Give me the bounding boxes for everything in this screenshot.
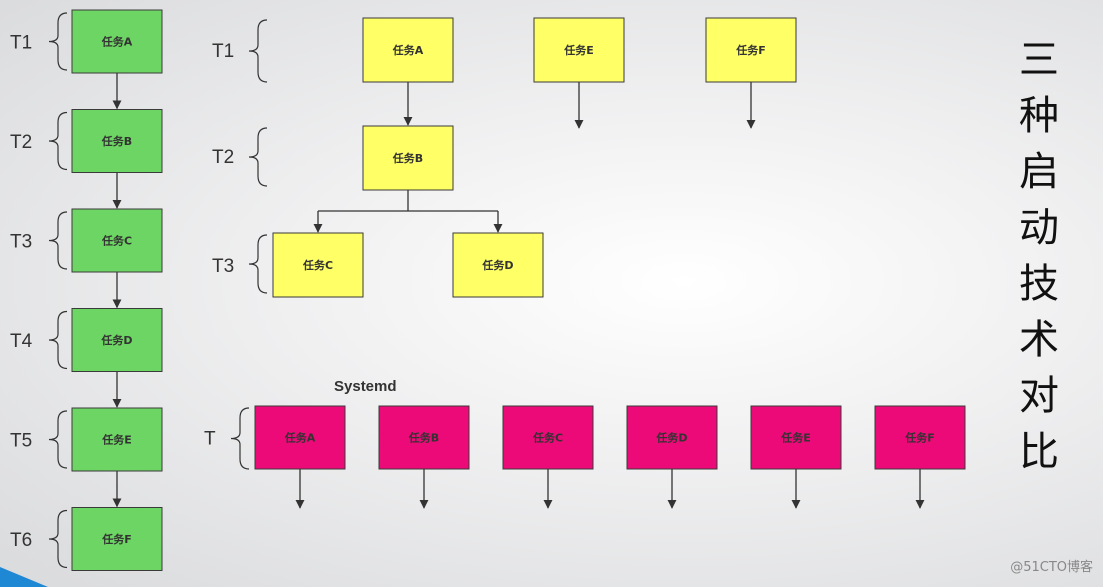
systemd-brace [230,407,250,470]
sysv-task-1-label: 任务B [101,134,132,148]
sysv-time-label-1: T2 [10,132,32,153]
systemd-task-1-label: 任务B [408,431,439,445]
upstart-t1-task-0-label: 任务A [392,43,424,57]
systemd-section-title: Systemd [334,378,397,395]
sysv-time-label-3: T4 [10,331,33,352]
upstart-t3-task-0-label: 任务C [302,258,333,272]
upstart-time-label-2: T3 [212,256,234,277]
systemd-task-4-box [750,405,842,470]
watermark: @51CTO博客 [1010,560,1093,575]
upstart-t1-task-0-box [362,17,454,83]
systemd-task-0-box [254,405,346,470]
sysv-task-3-label: 任务D [100,333,132,347]
systemd-task-3-box [626,405,718,470]
sysv-brace-3 [48,310,68,370]
sysv-brace-2 [48,211,68,270]
sysv-time-label-4: T5 [10,431,32,452]
sysv-brace-5 [48,509,68,569]
sysv-task-5-box [71,507,163,571]
upstart-t3-task-1-box [452,232,544,298]
upstart-t1-task-1-label: 任务E [563,43,594,57]
systemd-task-1-box [378,405,470,470]
upstart-time-label-0: T1 [212,41,234,62]
sysv-task-0-label: 任务A [101,35,133,49]
upstart-t2-task-0-label: 任务B [392,151,423,165]
upstart-brace-0 [248,19,268,83]
corner-decoration [0,567,48,587]
sysv-task-4-label: 任务E [101,433,132,447]
sysv-time-label-2: T3 [10,232,32,253]
sysv-task-0-box [71,9,163,74]
sysv-time-label-5: T6 [10,530,32,551]
upstart-t1-task-1-box [533,17,625,83]
systemd-task-2-box [502,405,594,470]
systemd-task-0-label: 任务A [284,431,316,445]
sysv-time-label-0: T1 [10,33,32,54]
sysv-task-1-box [71,109,163,173]
sysv-task-4-box [71,407,163,472]
systemd-task-5-box [874,405,966,470]
systemd-task-5-label: 任务F [904,431,935,445]
sysv-brace-0 [48,12,68,71]
upstart-t2-task-0-box [362,125,454,191]
upstart-t3-task-1-label: 任务D [481,258,513,272]
systemd-task-3-label: 任务D [655,431,687,445]
sysv-task-3-box [71,308,163,372]
upstart-t1-task-2-box [705,17,797,83]
systemd-task-2-label: 任务C [532,431,563,445]
upstart-t3-task-0-box [272,232,364,298]
sysv-brace-1 [48,111,68,171]
systemd-task-4-label: 任务E [780,431,811,445]
upstart-brace-2 [248,234,268,294]
sysv-task-2-box [71,208,163,273]
upstart-t1-task-2-label: 任务F [735,43,766,57]
upstart-time-label-1: T2 [212,147,234,168]
sysv-task-2-label: 任务C [101,234,132,248]
sysv-brace-4 [48,410,68,469]
page-title: 三种启动技术对比 [1019,37,1059,475]
sysv-task-5-label: 任务F [101,532,132,546]
systemd-time-label: T [204,429,216,450]
upstart-brace-1 [248,127,268,187]
